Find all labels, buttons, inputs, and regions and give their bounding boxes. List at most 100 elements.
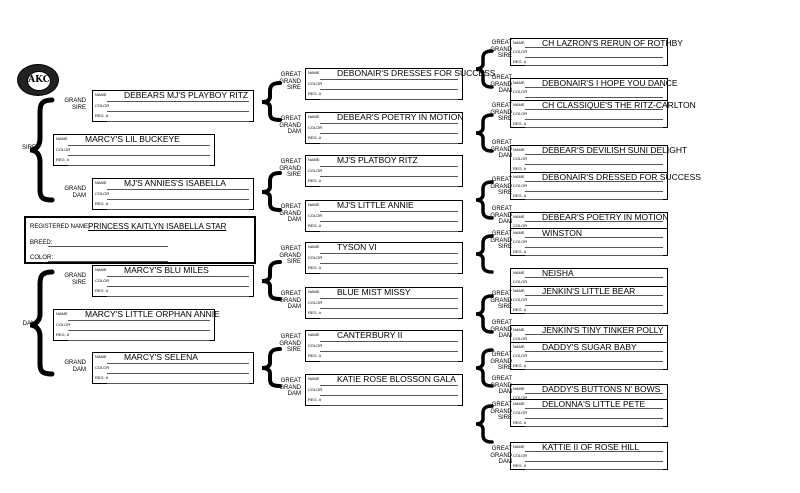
name-line xyxy=(107,362,249,364)
name-label: NAME xyxy=(308,202,320,207)
gg-side-label-2: GREAT GRAND DAM xyxy=(490,75,512,94)
dog-name: DADDY'S BUTTONS N' BOWS xyxy=(542,384,661,394)
color-label: COLOR: xyxy=(30,255,54,261)
name-label: NAME xyxy=(513,270,525,275)
reg-line xyxy=(525,469,663,470)
color-line xyxy=(107,373,249,375)
name-label: NAME xyxy=(308,376,320,381)
color-line xyxy=(525,96,663,98)
reg-label: REG. # xyxy=(308,135,322,141)
color-line xyxy=(525,417,663,419)
color-label: COLOR xyxy=(513,336,528,342)
reg-line xyxy=(107,383,249,384)
name-label: NAME xyxy=(513,102,525,107)
reg-label: REG. # xyxy=(513,58,527,64)
color-line xyxy=(48,261,168,262)
color-line xyxy=(525,246,663,248)
color-label: COLOR xyxy=(513,453,528,459)
name-line xyxy=(320,78,458,80)
dog-name: DEBEAR'S DEVILISH SUNI DELIGHT xyxy=(542,145,688,155)
color-label: COLOR xyxy=(513,111,528,117)
name-line xyxy=(320,252,458,254)
reg-line xyxy=(525,65,663,66)
gg-side-label-12: GREAT GRAND SIRE xyxy=(490,402,512,421)
color-label: COLOR xyxy=(308,80,323,86)
name-label: NAME xyxy=(56,311,68,316)
reg-line xyxy=(525,426,663,427)
reg-label: REG. # xyxy=(513,419,527,425)
reg-label: REG. # xyxy=(513,120,527,126)
gg-side-label-7: GREAT GRAND SIRE xyxy=(490,231,512,250)
gg-side-label-1: GREAT GRAND SIRE xyxy=(490,40,512,59)
color-label: COLOR xyxy=(513,183,528,189)
dam-side-label: DAM xyxy=(22,321,36,327)
color-line xyxy=(320,133,458,135)
name-line xyxy=(320,165,458,167)
reg-label: REG. # xyxy=(308,91,322,97)
dog-name: MARCY'S SELENA xyxy=(124,352,198,362)
dog-name: DEBEARS MJ'S PLAYBOY RITZ xyxy=(124,90,249,100)
name-label: NAME xyxy=(308,70,320,75)
name-label: NAME xyxy=(513,401,525,406)
name-line xyxy=(525,181,663,183)
name-line xyxy=(525,451,663,453)
name-label: NAME xyxy=(308,332,320,337)
reg-label: REG. # xyxy=(308,397,322,403)
name-label: NAME xyxy=(308,157,320,162)
dog-name: KATTIE II OF ROSE HILL xyxy=(542,442,640,452)
grand-side-label-3: GRAND SIRE xyxy=(64,273,86,286)
name-line xyxy=(525,154,663,156)
reg-line xyxy=(525,313,663,314)
name-line xyxy=(525,295,663,297)
name-label: NAME xyxy=(513,344,525,349)
color-line xyxy=(107,111,249,113)
color-label: COLOR xyxy=(513,279,528,285)
color-label: COLOR xyxy=(513,49,528,55)
color-line xyxy=(320,351,458,353)
name-label: NAME xyxy=(95,354,107,359)
name-line xyxy=(525,334,663,336)
color-label: COLOR xyxy=(513,297,528,303)
gg-side-label-4: GREAT GRAND DAM xyxy=(490,140,512,159)
name-line xyxy=(68,144,210,146)
reg-label: REG. # xyxy=(95,201,109,207)
color-line xyxy=(320,221,458,223)
gg-side-label-11: GREAT GRAND DAM xyxy=(490,376,512,395)
great-grand-entry-8: NAME COLOR REG. # KATIE ROSE BLOSSON GALA xyxy=(305,374,463,406)
color-label: COLOR xyxy=(308,167,323,173)
color-line xyxy=(320,89,458,91)
reg-line xyxy=(320,143,458,144)
dog-name: WINSTON xyxy=(542,228,582,238)
registered-dog-box: REGISTERED NAME: PRINCESS KAITLYN ISABEL… xyxy=(24,216,256,264)
great-grand-side-label-2: GREAT GRAND DAM xyxy=(279,116,301,135)
color-label: COLOR xyxy=(308,299,323,305)
registered-name-label: REGISTERED NAME: xyxy=(30,224,90,230)
color-label: COLOR xyxy=(513,239,528,245)
color-label: COLOR xyxy=(513,89,528,95)
color-label: COLOR xyxy=(308,386,323,392)
dog-name: KATIE ROSE BLOSSON GALA xyxy=(337,374,456,384)
dog-name: MJ'S PLATBOY RITZ xyxy=(337,155,418,165)
reg-label: REG. # xyxy=(513,306,527,312)
dog-name: DELONNA'S LITTLE PETE xyxy=(542,399,646,409)
color-label: COLOR xyxy=(95,364,110,370)
reg-label: REG. # xyxy=(513,192,527,198)
great-grand-side-label-6: GREAT GRAND DAM xyxy=(279,291,301,310)
color-label: COLOR xyxy=(513,353,528,359)
color-label: COLOR xyxy=(308,342,323,348)
dog-name: MARCY'S LIL BUCKEYE xyxy=(85,134,180,144)
name-label: NAME xyxy=(513,230,525,235)
name-label: NAME xyxy=(513,444,525,449)
color-label: COLOR xyxy=(308,254,323,260)
color-line xyxy=(320,263,458,265)
color-label: COLOR xyxy=(513,223,528,229)
color-label: COLOR xyxy=(513,156,528,162)
dog-name: CH LAZRON'S RERUN OF ROTHBY xyxy=(542,38,683,48)
reg-line xyxy=(320,405,458,406)
color-line xyxy=(68,330,210,332)
